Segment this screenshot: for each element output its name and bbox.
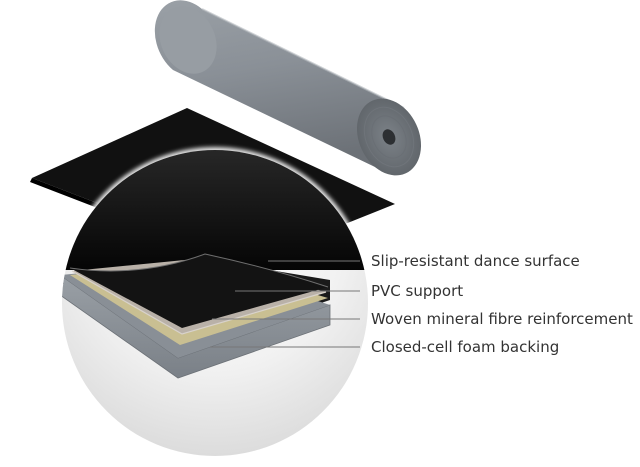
vinyl-roll [154, 0, 422, 176]
label-surface: Slip-resistant dance surface [371, 252, 580, 270]
layer-surface [70, 254, 328, 328]
callout-surface: Slip-resistant dance surface [268, 252, 580, 270]
callout-pvc: PVC support [235, 282, 463, 300]
label-pvc: PVC support [371, 282, 463, 300]
layer-foam [62, 275, 330, 378]
label-fibre: Woven mineral fibre reinforcement [371, 310, 633, 328]
callout-foam: Closed-cell foam backing [210, 338, 559, 356]
label-foam: Closed-cell foam backing [371, 338, 559, 356]
roll-core-icon [382, 129, 396, 145]
cross-section-magnifier [59, 147, 371, 459]
callout-fibre: Woven mineral fibre reinforcement [212, 310, 633, 328]
